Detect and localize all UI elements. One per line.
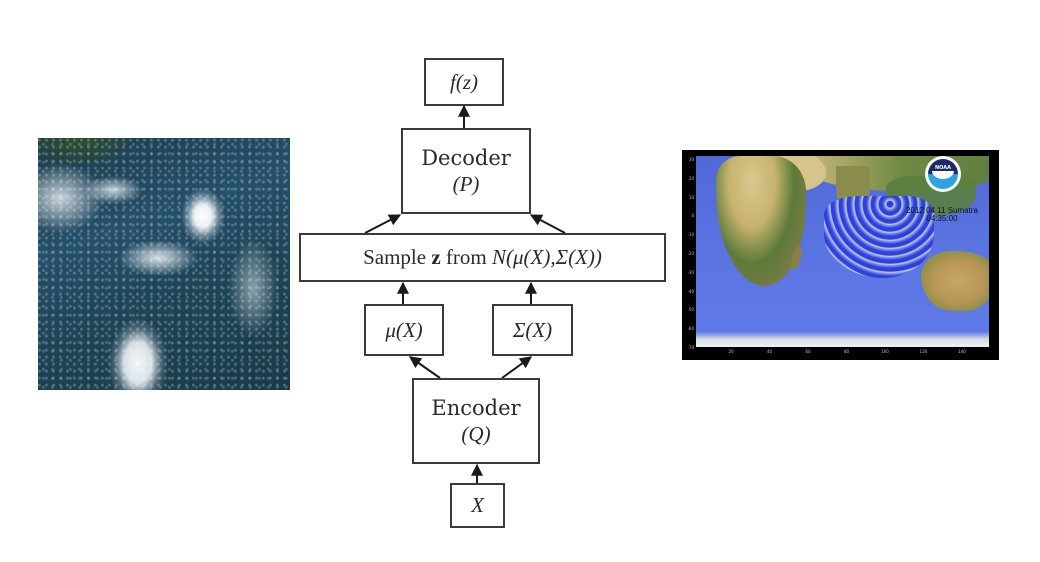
encoder-title: Encoder xyxy=(431,395,521,420)
mu-box: μ(X) xyxy=(364,304,444,356)
sample-variable: z xyxy=(431,245,441,270)
map-x-tick: 80 xyxy=(843,349,850,354)
input-label: X xyxy=(471,493,484,518)
sample-box: Sample z from N(μ(X),Σ(X)) xyxy=(299,233,666,282)
arrow-encoder-to-mu xyxy=(409,356,441,379)
sample-text: Sample z from N(μ(X),Σ(X)) xyxy=(363,244,602,270)
sigma-box: Σ(X) xyxy=(492,304,573,356)
output-box: f(z) xyxy=(424,58,504,106)
map-y-tick: 0 xyxy=(691,213,694,219)
input-box: X xyxy=(450,483,505,528)
map-x-tick: 140 xyxy=(958,349,966,354)
decoder-symbol: (P) xyxy=(452,172,480,196)
map-y-tick: -20 xyxy=(687,251,694,256)
arrow-sample-to-decoder-right xyxy=(529,214,566,234)
noaa-bird-icon xyxy=(932,171,954,179)
sample-prefix: Sample xyxy=(363,245,427,270)
map-y-tick: -70 xyxy=(687,345,694,350)
map-caption: 2012 04 11 Sumatra 04:35:00 xyxy=(892,206,989,224)
satellite-hurricane-image xyxy=(38,138,290,390)
arrow-sample-to-decoder-left xyxy=(364,214,402,234)
australia-landmass xyxy=(921,251,989,311)
map-x-tick: 40 xyxy=(766,349,773,354)
decoder-title: Decoder xyxy=(421,145,511,170)
encoder-box: Encoder (Q) xyxy=(412,378,540,464)
sigma-label: Σ(X) xyxy=(512,317,553,342)
map-y-tick: 30 xyxy=(688,157,694,162)
arrow-encoder-to-sigma xyxy=(501,356,532,379)
map-caption-event: 2012 04 11 Sumatra xyxy=(906,206,978,215)
map-y-tick: -30 xyxy=(687,269,694,275)
map-y-tick: 10 xyxy=(688,194,694,200)
map-y-tick: -60 xyxy=(687,326,694,332)
decoder-box: Decoder (P) xyxy=(401,128,531,214)
noaa-logo-text: NOAA xyxy=(934,165,952,171)
map-x-tick: 20 xyxy=(728,349,734,354)
sample-from: from xyxy=(445,245,487,270)
output-label: f(z) xyxy=(450,69,478,94)
map-x-tick: 100 xyxy=(881,349,889,354)
map-y-tick: -50 xyxy=(687,307,694,313)
map-caption-time: 04:35:00 xyxy=(926,214,958,224)
tsunami-wave-pattern xyxy=(824,196,934,278)
sample-distribution: N(μ(X),Σ(X)) xyxy=(492,245,602,270)
noaa-emblem: NOAA xyxy=(928,159,958,189)
map-x-tick: 120 xyxy=(919,349,928,354)
map-x-tick: 60 xyxy=(805,349,811,354)
map-plot-area: NOAA 2012 04 11 Sumatra 04:35:00 xyxy=(696,156,989,347)
encoder-symbol: (Q) xyxy=(461,422,491,446)
mu-label: μ(X) xyxy=(385,317,423,342)
noaa-logo-icon: NOAA xyxy=(925,156,961,192)
cloud-texture xyxy=(38,138,290,390)
map-y-tick: -40 xyxy=(687,288,694,294)
map-y-tick: -10 xyxy=(687,232,694,238)
map-y-tick: 20 xyxy=(688,175,694,181)
